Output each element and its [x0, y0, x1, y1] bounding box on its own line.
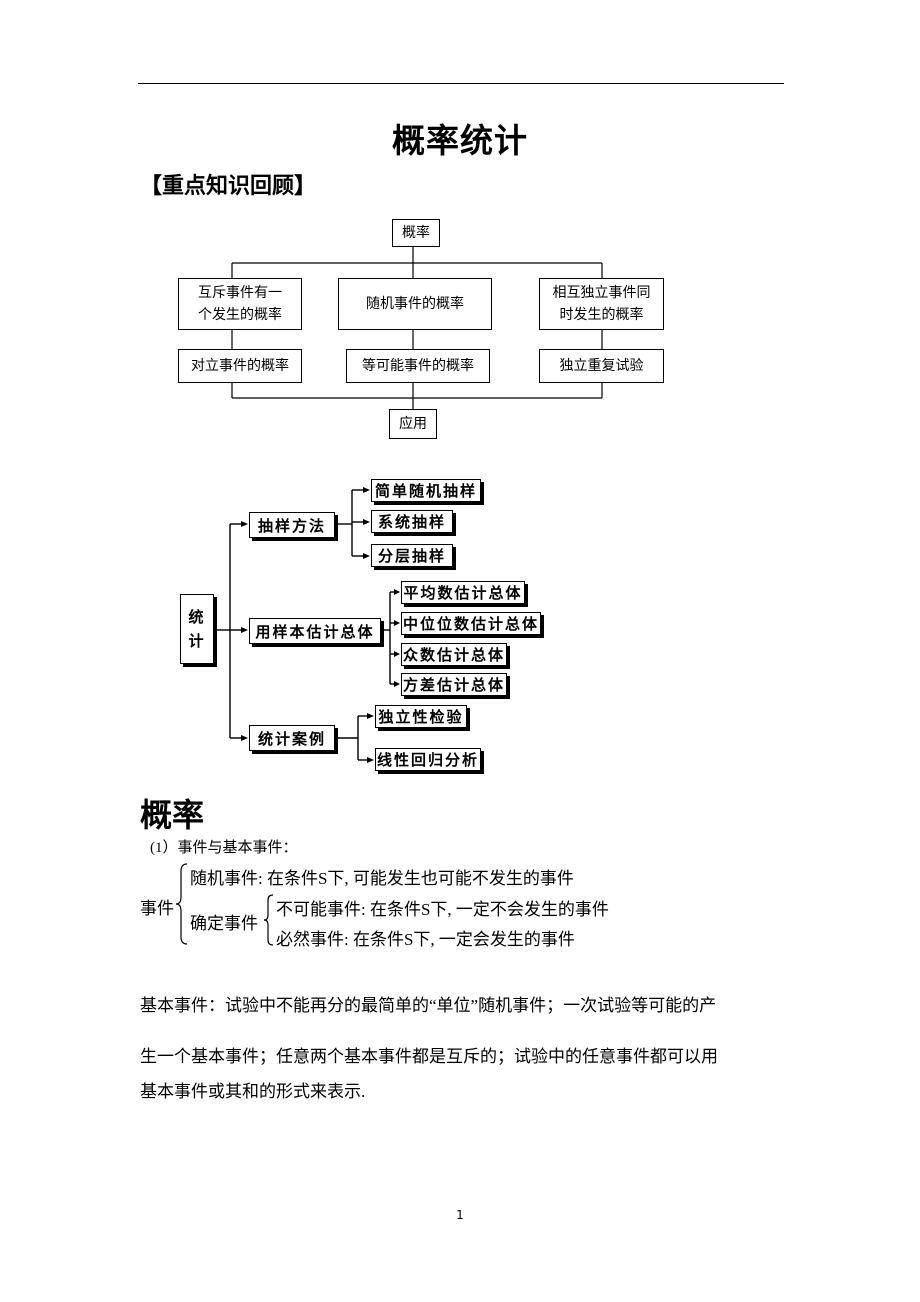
diagram-node-repeated-trials: 独立重复试验 [539, 349, 664, 383]
determined-event-label: 确定事件 [190, 914, 258, 933]
diagram-leaf-systematic: 系统抽样 [371, 510, 453, 533]
section-title-probability: 概率 [140, 796, 205, 834]
diagram-node-independent-events: 相互独立事件同时发生的概率 [539, 278, 664, 330]
diagram-node-random-event: 随机事件的概率 [338, 278, 492, 330]
diagram-node-application: 应用 [389, 409, 437, 439]
diagram-root-statistics: 统计 [180, 594, 214, 664]
left-brace-icon [175, 863, 188, 945]
random-event-definition: 随机事件: 在条件S下, 可能发生也可能不发生的事件 [190, 869, 574, 888]
paragraph-line: 生一个基本事件；任意两个基本事件都是互斥的；试验中的任意事件都可以用 [140, 1047, 718, 1066]
diagram-leaf-linear-regression: 线性回归分析 [375, 748, 481, 771]
header-rule [138, 83, 784, 84]
section-heading: 【重点知识回顾】 [140, 174, 317, 199]
diagram-node-sample-estimate: 用样本估计总体 [249, 618, 381, 644]
probability-diagram-connectors [214, 247, 603, 763]
left-brace-icon [263, 894, 274, 946]
diagram-leaf-mean: 平均数估计总体 [401, 581, 525, 604]
diagram-root-probability: 概率 [392, 219, 440, 247]
diagram-leaf-mode: 众数估计总体 [401, 643, 507, 666]
diagram-node-sampling-methods: 抽样方法 [249, 512, 335, 538]
diagram-leaf-stratified: 分层抽样 [371, 544, 453, 567]
diagram-leaf-simple-random: 简单随机抽样 [371, 479, 481, 502]
paragraph-line: 基本事件：试验中不能再分的最简单的“单位”随机事件；一次试验等可能的产 [140, 996, 717, 1015]
paragraph-line: 基本事件或其和的形式来表示. [140, 1082, 366, 1101]
event-label: 事件 [140, 899, 174, 918]
list-item-events: (1）事件与基本事件： [150, 840, 298, 856]
impossible-event-definition: 不可能事件: 在条件S下, 一定不会发生的事件 [276, 900, 609, 919]
certain-event-definition: 必然事件: 在条件S下, 一定会发生的事件 [276, 930, 575, 949]
diagram-node-statistical-cases: 统计案例 [249, 725, 335, 751]
diagram-node-equally-likely: 等可能事件的概率 [346, 349, 490, 383]
diagram-leaf-independence-test: 独立性检验 [375, 705, 467, 728]
page-number: 1 [456, 1208, 464, 1222]
diagram-leaf-variance: 方差估计总体 [401, 673, 507, 696]
diagram-leaf-median: 中位位数估计总体 [401, 612, 541, 635]
diagram-node-complementary: 对立事件的概率 [178, 349, 302, 383]
diagram-node-mutually-exclusive: 互斥事件有一个发生的概率 [178, 278, 302, 330]
page-title: 概率统计 [392, 121, 528, 160]
